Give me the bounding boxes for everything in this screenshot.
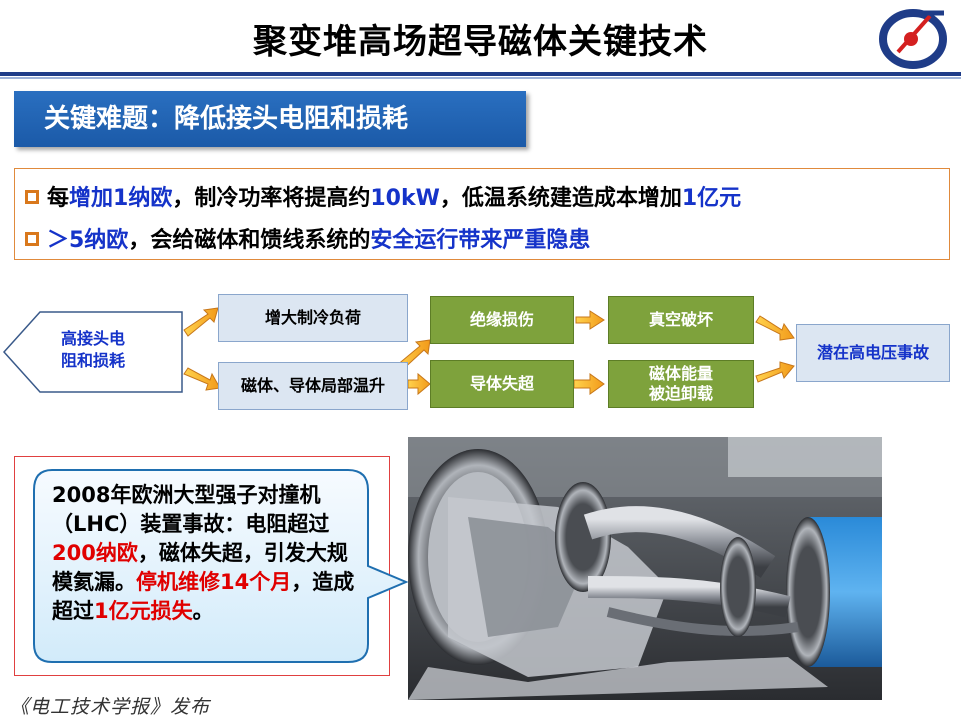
arrow-icon (183, 367, 221, 391)
node-label: 增大制冷负荷 (264, 308, 361, 327)
node-hv-accident: 潜在高电压事故 (796, 324, 950, 382)
node-label: 绝缘损伤 (469, 310, 534, 329)
institution-logo (879, 9, 947, 69)
text-run: 增加1纳欧 (69, 186, 173, 211)
lhc-magnet-photo (408, 437, 882, 700)
source-hexagon (2, 311, 183, 393)
node-local-heating: 磁体、导体局部温升 (218, 362, 408, 410)
arrow-icon (573, 373, 605, 395)
node-energy-dump: 磁体能量 被迫卸载 (608, 360, 754, 408)
text-run: ，磁体失超，引发大规模氦漏。 (52, 541, 348, 594)
node-label: 导体失超 (469, 374, 534, 393)
text-run: ，造成超过 (52, 570, 355, 623)
node-label: 磁体、导体局部温升 (240, 376, 385, 395)
arrow-icon (183, 307, 219, 337)
text-run: 1亿元 (681, 186, 742, 211)
text-run: 每 (47, 186, 70, 211)
title-divider (0, 72, 961, 76)
lhc-note-text: 2008年欧洲大型强子对撞机（LHC）装置事故：电阻超过 200纳欧，磁体失超，引… (52, 481, 362, 626)
text-run: 200纳欧 (52, 541, 138, 565)
bullet-text: ＞5纳欧，会给磁体和馈线系统的安全运行带来严重隐患 (47, 228, 590, 253)
text-run: 10kW (370, 186, 440, 211)
bullet-box: 每增加1纳欧，制冷功率将提高约10kW，低温系统建造成本增加1亿元 ＞5纳欧，会… (14, 168, 950, 260)
node-insulation-damage: 绝缘损伤 (430, 296, 574, 344)
lhc-note-content: 2008年欧洲大型强子对撞机（LHC）装置事故：电阻超过 200纳欧，磁体失超，引… (52, 483, 354, 623)
text-run: ，低温系统建造成本增加 (439, 186, 682, 211)
bullet-text: 每增加1纳欧，制冷功率将提高约10kW，低温系统建造成本增加1亿元 (47, 186, 741, 211)
node-conductor-quench: 导体失超 (430, 360, 574, 408)
node-cooling-load: 增大制冷负荷 (218, 294, 408, 342)
lhc-note-frame (14, 456, 390, 676)
speech-bubble (33, 469, 409, 663)
source-node-line: 阻和损耗 (60, 351, 125, 370)
node-label-line: 被迫卸载 (648, 384, 713, 403)
text-run: 2008年欧洲大型强子对撞机（LHC）装置事故：电阻超过 (52, 483, 330, 536)
text-run: 1亿元损失 (94, 599, 193, 623)
page-title: 聚变堆高场超导磁体关键技术 (253, 22, 708, 62)
arrow-icon (575, 310, 605, 330)
source-node-line: 高接头电 (60, 329, 125, 348)
key-problem-banner: 关键难题：降低接头电阻和损耗 (14, 91, 526, 147)
node-label-line: 磁体能量 (648, 364, 713, 383)
flow-diagram (2, 307, 795, 396)
square-bullet-icon (25, 190, 39, 204)
text-run: ＞5纳欧 (47, 228, 129, 253)
arrow-icon (755, 361, 795, 383)
node-label: 真空破坏 (648, 310, 713, 329)
source-node-label: 高接头电 阻和损耗 (30, 328, 156, 376)
title-divider-light (0, 77, 961, 79)
arrow-icon (755, 315, 795, 341)
text-run: ，制冷功率将提高约 (172, 186, 371, 211)
bullet-item-1: 每增加1纳欧，制冷功率将提高约10kW，低温系统建造成本增加1亿元 (25, 180, 741, 212)
square-bullet-icon (25, 232, 39, 246)
text-run: 安全运行带来严重隐患 (370, 228, 591, 253)
text-run: 停机维修14个月 (136, 570, 292, 594)
node-vacuum-break: 真空破坏 (608, 296, 754, 344)
arrow-icon (407, 372, 431, 396)
node-label: 潜在高电压事故 (816, 343, 929, 362)
footer-source: 《电工技术学报》发布 (10, 696, 211, 718)
text-run: ，会给磁体和馈线系统的 (128, 228, 371, 253)
bullet-item-2: ＞5纳欧，会给磁体和馈线系统的安全运行带来严重隐患 (25, 222, 590, 254)
text-run: 。 (192, 599, 214, 623)
